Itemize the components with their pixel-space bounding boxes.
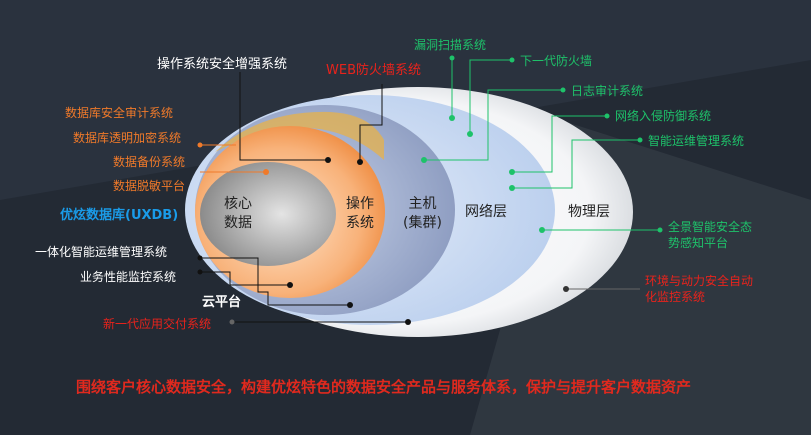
waf-label: WEB防火墙系统 bbox=[326, 63, 421, 78]
app-delivery-label: 新一代应用交付系统 bbox=[103, 317, 212, 331]
core-data-label: 核心 数据 bbox=[224, 196, 252, 231]
physical-layer-label: 物理层 bbox=[568, 204, 610, 220]
green-connectors bbox=[424, 58, 660, 231]
log-audit-label: 日志审计系统 bbox=[571, 84, 644, 98]
host-highlight bbox=[215, 111, 384, 160]
green-dots bbox=[421, 55, 663, 233]
vuln-scan-label: 漏洞扫描系统 bbox=[414, 38, 487, 52]
db-audit-label: 数据库安全审计系统 bbox=[65, 106, 174, 120]
db-backup-label: 数据备份系统 bbox=[113, 155, 186, 169]
network-layer-label: 网络层 bbox=[465, 204, 507, 220]
os-layer-label: 操作 系统 bbox=[346, 196, 374, 231]
ops-mgmt-label: 一体化智能运维管理系统 bbox=[35, 245, 168, 259]
orange-dots bbox=[197, 142, 269, 175]
core-data-ellipse bbox=[200, 162, 336, 266]
host-layer-label: 主机 (集群) bbox=[403, 196, 442, 231]
footer-slogan: 围绕客户核心数据安全，构建优炫特色的数据安全产品与服务体系，保护与提升客户数据资… bbox=[76, 378, 692, 396]
ngfw-label: 下一代防火墙 bbox=[520, 54, 593, 68]
red-connector-dot bbox=[563, 286, 569, 292]
cloud-platform-label: 云平台 bbox=[202, 295, 242, 310]
uxdb-brand-label: 优炫数据库(UXDB) bbox=[60, 208, 179, 223]
dark-dots bbox=[197, 157, 411, 325]
perf-monitor-label: 业务性能监控系统 bbox=[80, 270, 177, 284]
db-mask-label: 数据脱敏平台 bbox=[113, 179, 186, 193]
env-monitor-label: 环境与动力安全自动 化监控系统 bbox=[645, 274, 754, 304]
dark-connectors bbox=[200, 72, 408, 323]
os-enhance-label: 操作系统安全增强系统 bbox=[157, 57, 288, 72]
orange-connectors bbox=[200, 144, 266, 173]
situation-awareness-label: 全景智能安全态 势感知平台 bbox=[668, 220, 753, 250]
ips-label: 网络入侵防御系统 bbox=[615, 109, 712, 123]
db-encrypt-label: 数据库透明加密系统 bbox=[73, 131, 182, 145]
smart-ops-label: 智能运维管理系统 bbox=[648, 134, 745, 148]
